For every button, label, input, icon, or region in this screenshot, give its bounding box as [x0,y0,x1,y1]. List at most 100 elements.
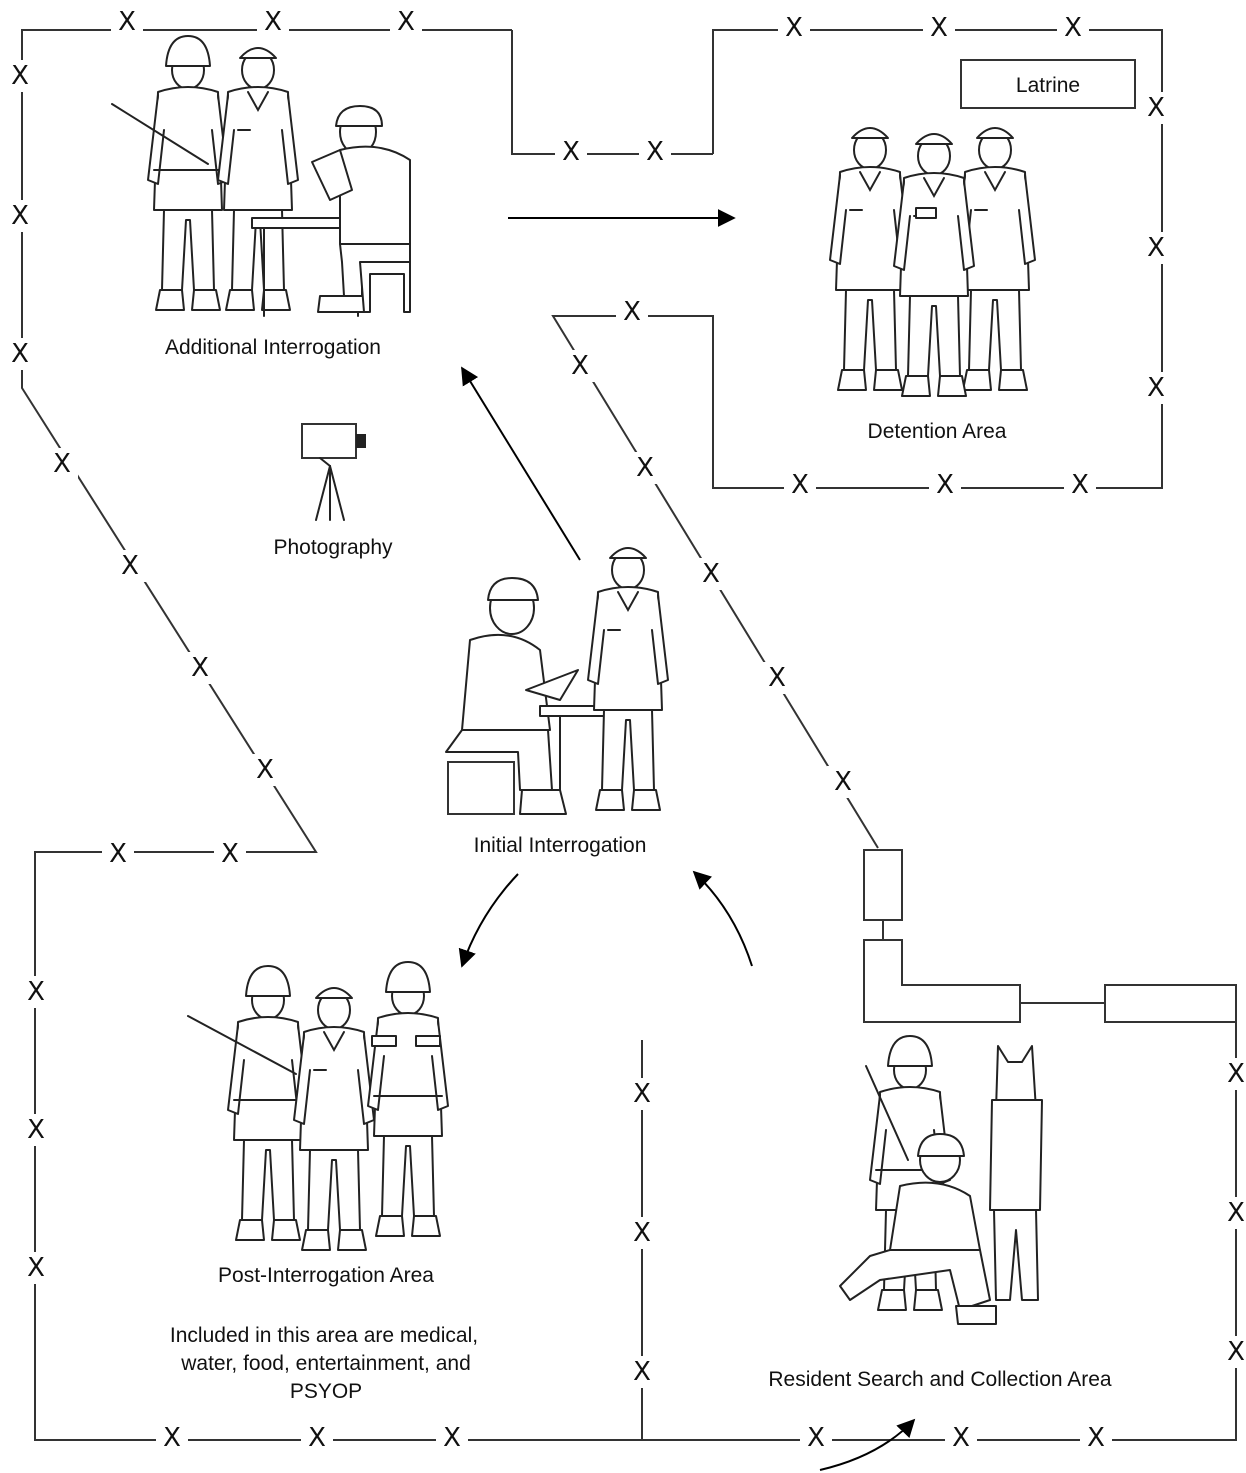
fence-marker-gap [616,296,648,328]
post-interrogation-note-line-3: PSYOP [290,1380,362,1403]
fence-marker-gap [1140,232,1172,264]
fence-marker: X [571,351,589,381]
arrow-to-additional [461,366,581,561]
fence-marker-gap [46,448,78,480]
fence-marker: X [936,470,954,500]
fence-marker-gap [20,1252,52,1284]
fence-marker: X [702,559,720,589]
fence-marker: X [623,297,641,327]
fence-marker: X [1064,13,1082,43]
fence-marker-gap [301,1422,333,1454]
fence-marker-gap [1140,92,1172,124]
entry-gate-structure [863,849,1237,1023]
fence-marker: X [11,339,29,369]
latrine-box [960,59,1136,109]
fence-marker: X [264,7,282,37]
fence-marker-gap [111,6,143,38]
fence-marker: X [109,839,127,869]
photography-label: Photography [273,536,393,559]
fence-marker: X [1147,93,1165,123]
fence-marker: X [633,1357,651,1387]
fence-marker: X [27,977,45,1007]
fence-marker: X [27,1253,45,1283]
fence-marker: X [443,1423,461,1453]
fence-marker: X [1227,1059,1245,1089]
fence-marker-gap [214,838,246,870]
fence-marker: X [1147,373,1165,403]
fence-marker-gap [4,60,36,92]
fence-marker: X [633,1218,651,1248]
camera-icon [301,423,366,521]
fence-marker-gap [929,469,961,501]
fence-marker-gap [564,350,596,382]
fence-marker-gap [257,6,289,38]
arrow-to-post [458,873,519,968]
fence-marker-gap [945,1422,977,1454]
fence-marker-gap [102,838,134,870]
fence-marker: X [163,1423,181,1453]
fence-marker-gap [923,12,955,44]
fence-marker: X [53,449,71,479]
post-interrogation-note-line-1: Included in this area are medical, [170,1324,478,1347]
fence-marker: X [807,1423,825,1453]
fence-marker: X [11,201,29,231]
fence-marker: X [834,767,852,797]
fence-marker: X [27,1115,45,1145]
fence-marker: X [785,13,803,43]
fence-marker-gap [784,469,816,501]
fence-marker-gap [639,136,671,168]
initial-interrogation-label: Initial Interrogation [474,834,647,857]
fence-marker: X [11,61,29,91]
fence-marker-gap [629,452,661,484]
fence-marker-gap [184,652,216,684]
fence-marker: X [118,7,136,37]
fence-marker: X [1071,470,1089,500]
resident-search-scene [839,1035,1043,1325]
fence-marker-gap [1220,1336,1246,1368]
fence-marker-gap [436,1422,468,1454]
fence-marker: X [256,755,274,785]
fence-marker-gap [626,1217,658,1249]
fence-marker: X [930,13,948,43]
fence-marker-gap [626,1356,658,1388]
fence-marker: X [952,1423,970,1453]
fence-marker-gap [1057,12,1089,44]
fence-marker-gap [4,200,36,232]
fence-marker: X [1227,1337,1245,1367]
latrine-label: Latrine [1016,74,1080,97]
post-interrogation-scene [187,961,449,1251]
detention-area-scene [829,127,1036,397]
initial-interrogation-scene [445,547,669,815]
fence-marker-gap [20,976,52,1008]
fence-marker: X [768,663,786,693]
resident-search-label: Resident Search and Collection Area [768,1368,1112,1391]
additional-interrogation-scene [111,35,411,317]
post-interrogation-label: Post-Interrogation Area [218,1264,434,1287]
fence-marker-gap [1064,469,1096,501]
fence-marker-gap [1140,372,1172,404]
fence-marker-gap [114,550,146,582]
fence-marker-gap [249,754,281,786]
detention-area-label: Detention Area [868,420,1007,443]
fence-marker-gap [1220,1058,1246,1090]
fence-marker-gap [4,338,36,370]
fence-marker-gap [555,136,587,168]
fence-marker-gap [20,1114,52,1146]
fence-marker: X [191,653,209,683]
fence-marker: X [308,1423,326,1453]
fence-marker: X [121,551,139,581]
fence-marker-gap [156,1422,188,1454]
fence-marker: X [646,137,664,167]
post-interrogation-note-line-2: water, food, entertainment, and [180,1352,471,1375]
arrow-to-initial [692,870,753,967]
fence-marker: X [791,470,809,500]
fence-marker: X [636,453,654,483]
fence-marker-gap [626,1078,658,1110]
fence-marker-gap [1220,1197,1246,1229]
additional-interrogation-label: Additional Interrogation [165,336,381,359]
fence-marker-gap [695,558,727,590]
fence-marker-gap [1080,1422,1112,1454]
